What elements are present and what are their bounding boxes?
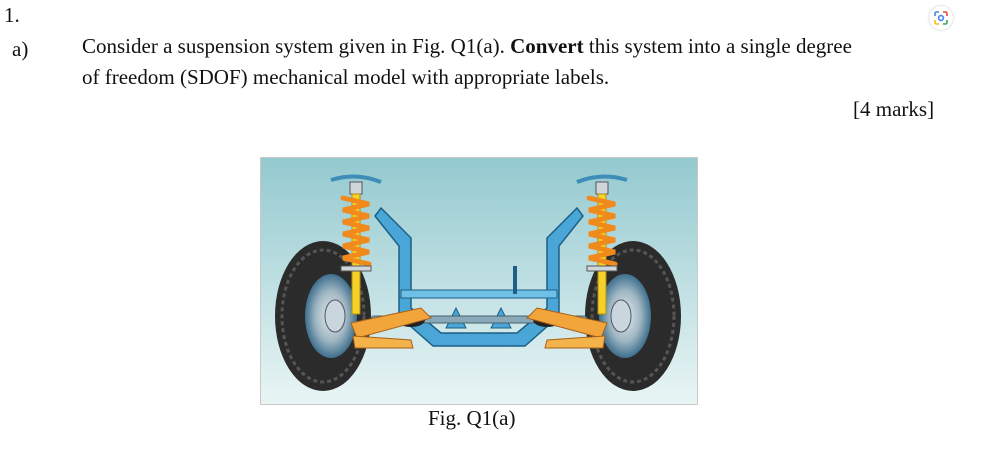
question-text-bold: Convert bbox=[510, 34, 584, 58]
question-text-end: this system into a single degree bbox=[583, 34, 852, 58]
marks-label: [4 marks] bbox=[853, 97, 935, 121]
question-part: a) bbox=[12, 37, 29, 61]
question-text-start: Consider a suspension system given in Fi… bbox=[82, 34, 511, 58]
right-coil-spring-strut bbox=[576, 174, 628, 315]
figure-caption: Fig. Q1(a) bbox=[428, 406, 516, 430]
left-wheel bbox=[275, 241, 371, 391]
control-arms bbox=[350, 307, 608, 349]
question-text-line-2: of freedom (SDOF) mechanical model with … bbox=[82, 65, 610, 89]
right-wheel bbox=[585, 241, 681, 391]
google-lens-icon[interactable] bbox=[929, 6, 953, 30]
suspension-figure bbox=[260, 157, 698, 405]
suspension-illustration bbox=[261, 158, 697, 404]
question-number: 1. bbox=[4, 3, 20, 27]
question-text-line-1: Consider a suspension system given in Fi… bbox=[82, 33, 852, 59]
left-coil-spring-strut bbox=[330, 174, 382, 315]
